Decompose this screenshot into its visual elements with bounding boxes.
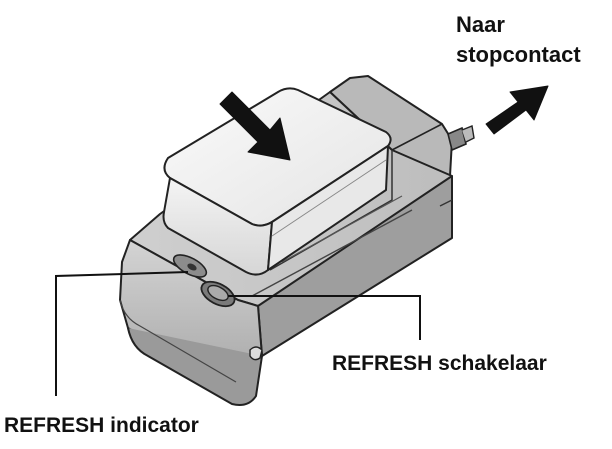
refresh-indicator-label: REFRESH indicator: [4, 414, 199, 437]
arrow-down-right-icon: [219, 91, 291, 161]
refresh-switch-label: REFRESH schakelaar: [332, 352, 547, 375]
arrow-up-right-icon: [485, 85, 549, 135]
switch-leader-line: [228, 295, 421, 340]
outlet-label-line2: stopcontact: [456, 42, 581, 67]
indicator-leader-line: [55, 271, 189, 396]
battery-front-face: [162, 177, 273, 276]
refresh-indicator-led: [172, 254, 208, 278]
front-controls: [172, 254, 238, 312]
outlet-label-line1: Naar: [456, 12, 505, 37]
power-cord-connector: [447, 125, 475, 152]
leader-lines: [55, 271, 421, 396]
battery-right-face: [267, 145, 389, 271]
refresh-switch-button[interactable]: [197, 277, 238, 312]
